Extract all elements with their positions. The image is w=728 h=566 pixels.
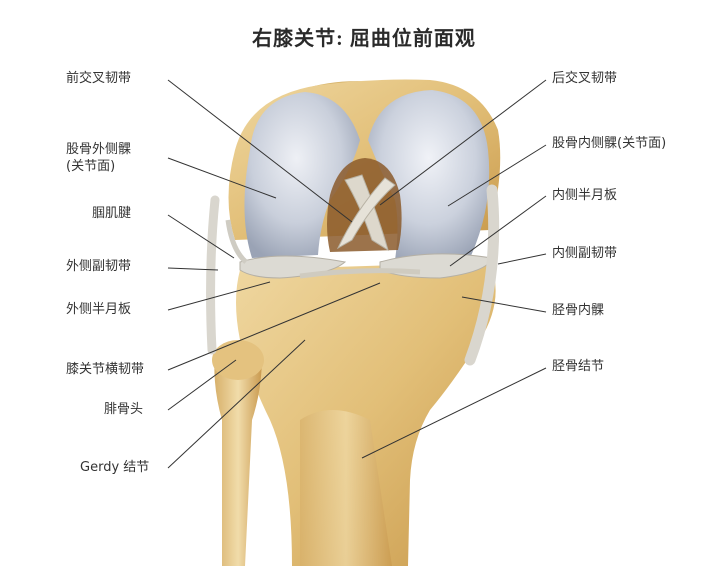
transverse-ligament <box>299 268 421 279</box>
label-tibial-tuberosity: 胫骨结节 <box>552 359 605 374</box>
figure-title: 右膝关节: 屈曲位前面观 <box>252 28 476 50</box>
label-medial-meniscus: 内侧半月板 <box>552 188 618 203</box>
label-fibular-head: 腓骨头 <box>104 402 144 417</box>
label-lateral-femoral-condyle: 股骨外侧髁 <box>66 142 132 157</box>
label-articular-surface: (关节面) <box>66 159 116 174</box>
lateral-condyle-cartilage <box>244 92 360 258</box>
label-anterior-cruciate-ligament: 前交叉韧带 <box>66 71 132 86</box>
posterior-cruciate-ligament <box>336 177 396 250</box>
fibula-bone <box>214 345 262 566</box>
label-medial-femoral-condyle: 股骨内侧髁(关节面) <box>552 136 667 151</box>
label-posterior-cruciate-ligament: 后交叉韧带 <box>552 71 618 86</box>
medial-collateral-ligament <box>464 184 500 366</box>
label-transverse-knee-ligament: 膝关节横韧带 <box>66 362 145 377</box>
label-medial-collateral-ligament: 内侧副韧带 <box>552 246 618 261</box>
tibia-shaft-highlight <box>300 410 392 566</box>
label-lateral-collateral-ligament: 外侧副韧带 <box>66 259 132 274</box>
popliteus-tendon <box>225 219 248 264</box>
label-medial-tibial-condyle: 胫骨内髁 <box>552 303 605 318</box>
leader-lines <box>167 79 547 469</box>
label-popliteus-tendon: 腘肌腱 <box>92 206 132 221</box>
fibular-head <box>212 340 264 380</box>
label-gerdy-tubercle: Gerdy 结节 <box>80 460 150 475</box>
label-lateral-meniscus: 外侧半月板 <box>66 302 132 317</box>
lateral-collateral-ligament <box>206 195 220 355</box>
